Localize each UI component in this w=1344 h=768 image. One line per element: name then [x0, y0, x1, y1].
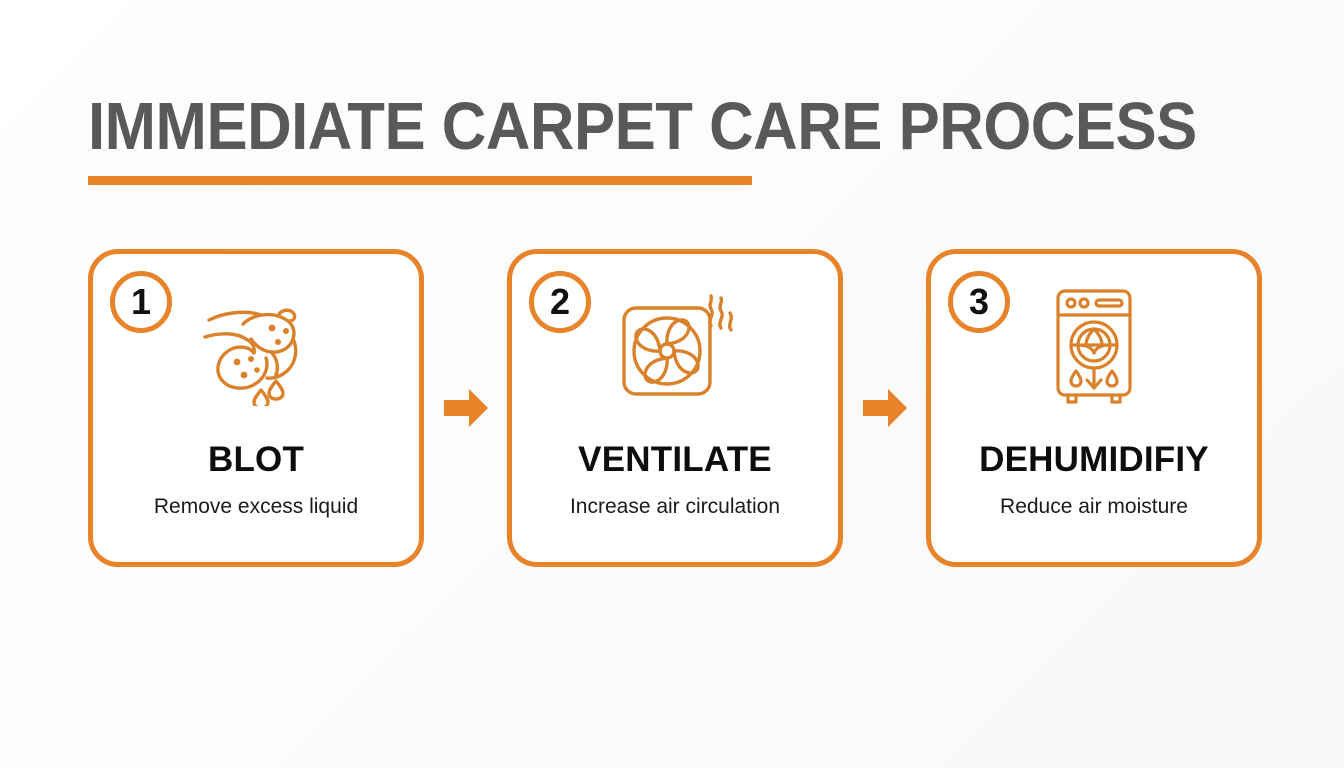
step-subtitle-3: Reduce air moisture [1000, 495, 1188, 518]
step-card-1[interactable]: 1 [88, 249, 424, 567]
page-title: IMMEDIATE CARPET CARE PROCESS [88, 89, 1197, 164]
step-number-badge-2: 2 [529, 271, 591, 333]
right-arrow-icon [443, 389, 488, 427]
step-card-3[interactable]: 3 [926, 249, 1262, 567]
process-steps-row: 1 [88, 248, 1262, 568]
dehumidifier-unit-icon [931, 288, 1257, 408]
title-block: IMMEDIATE CARPET CARE PROCESS [88, 92, 1248, 185]
step-number-badge-1: 1 [110, 271, 172, 333]
step-title-1: BLOT [207, 440, 305, 479]
right-arrow-icon [862, 389, 907, 427]
connector-1 [424, 248, 507, 568]
step-number-badge-3: 3 [948, 271, 1010, 333]
step-subtitle-1: Remove excess liquid [153, 495, 359, 518]
step-card-2[interactable]: 2 [507, 249, 843, 567]
step-title-3: DEHUMIDIFIY [979, 440, 1209, 479]
step-subtitle-2: Increase air circulation [569, 495, 781, 518]
step-title-2: VENTILATE [578, 440, 772, 479]
title-underline-rule [88, 176, 752, 185]
boxed-fan-airflow-icon [512, 288, 838, 408]
hand-blotting-cloth-icon [93, 288, 419, 408]
connector-2 [843, 248, 926, 568]
